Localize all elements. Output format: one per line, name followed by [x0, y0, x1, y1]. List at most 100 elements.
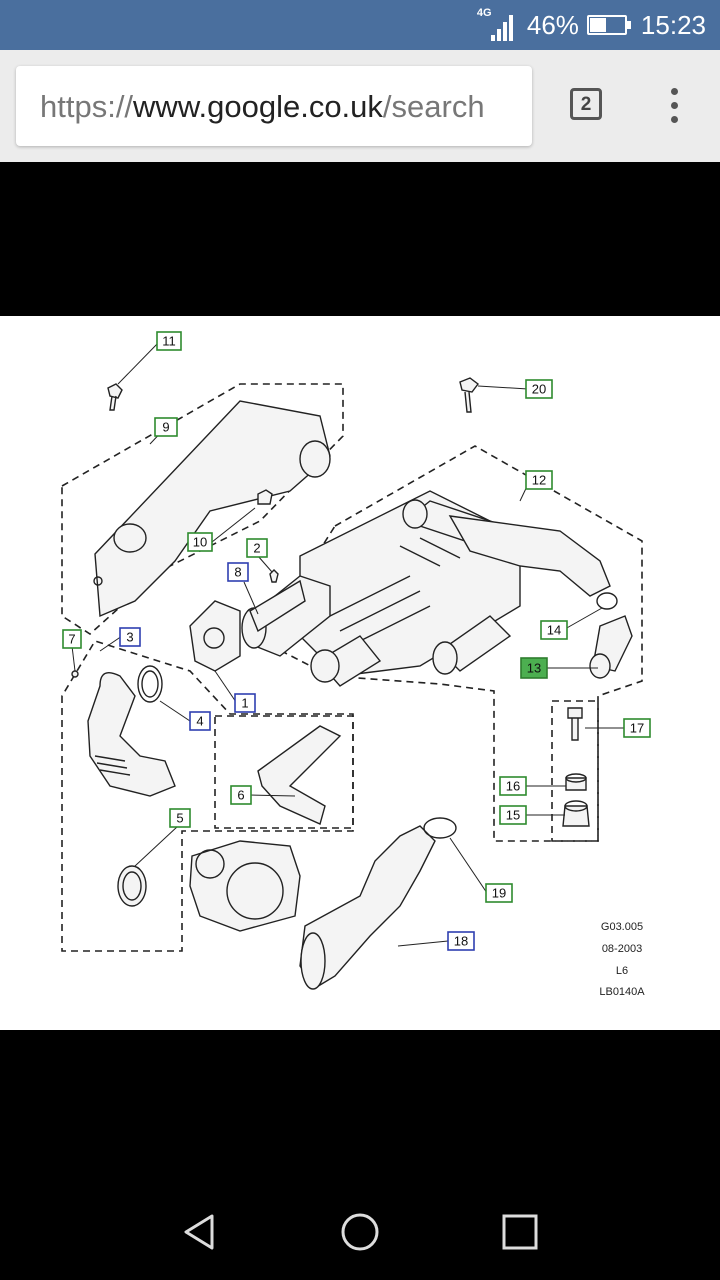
svg-text:7: 7 — [68, 632, 75, 647]
leader-18 — [397, 940, 449, 947]
drawing-code-4: LB0140A — [599, 986, 645, 998]
callout-7: 7 — [62, 629, 82, 649]
group-outline-15 — [551, 700, 599, 842]
svg-text:12: 12 — [532, 473, 546, 488]
screw-2-part — [269, 569, 279, 583]
screw-7-part — [71, 670, 79, 678]
throttle-bore — [203, 627, 225, 649]
bolt-17-part — [567, 707, 583, 741]
callout-8: 8 — [227, 562, 249, 582]
leader-6 — [248, 794, 296, 797]
hose-18-end — [300, 932, 326, 990]
leader-11 — [117, 340, 161, 385]
screw-11-part — [107, 383, 123, 411]
group-outline-6 — [214, 715, 354, 829]
pipe-outlet-right-end — [432, 641, 458, 675]
callout-5: 5 — [169, 808, 191, 828]
svg-text:2: 2 — [253, 541, 260, 556]
callout-6: 6 — [230, 785, 252, 805]
svg-text:10: 10 — [193, 535, 207, 550]
svg-text:1: 1 — [241, 696, 248, 711]
clamp-19-part — [423, 817, 457, 839]
callout-12: 12 — [525, 470, 553, 490]
callout-16: 16 — [499, 776, 527, 796]
svg-text:5: 5 — [176, 811, 183, 826]
turbo-housing — [226, 862, 284, 920]
grommet-10-part — [257, 489, 273, 505]
battery-percent: 46% — [526, 9, 579, 40]
grommet-15-part — [562, 805, 590, 827]
tab-switcher-button[interactable]: 2 — [570, 88, 602, 120]
washer-16-part — [565, 777, 587, 791]
callout-20: 20 — [525, 379, 553, 399]
hose-12-part — [448, 515, 611, 597]
network-type: 4G — [476, 7, 492, 19]
callout-19: 19 — [485, 883, 513, 903]
svg-text:9: 9 — [162, 420, 169, 435]
pipe-upper-end — [402, 499, 428, 529]
hose-3-part — [87, 672, 176, 797]
clamp-14-part — [596, 592, 618, 610]
parts-diagram[interactable]: 11 9 10 2 8 7 3 1 4 6 5 20 12 14 13 17 1… — [0, 316, 720, 1030]
url-scheme: https:// — [40, 89, 134, 124]
svg-text:3: 3 — [126, 630, 133, 645]
callout-9: 9 — [154, 417, 178, 437]
svg-text:18: 18 — [454, 934, 468, 949]
leader-14 — [564, 607, 603, 630]
pipe-8-part — [249, 579, 306, 633]
svg-text:19: 19 — [492, 886, 506, 901]
callout-14: 14 — [540, 620, 568, 640]
seal-4-inner — [141, 670, 159, 698]
engine-cover-part — [94, 400, 331, 618]
address-bar[interactable]: https://www.google.co.uk/search — [16, 66, 532, 146]
drawing-code-2: 08-2003 — [602, 943, 642, 955]
svg-text:17: 17 — [630, 721, 644, 736]
leader-5 — [134, 825, 179, 867]
callout-2: 2 — [246, 538, 268, 558]
recent-apps-icon[interactable] — [498, 1210, 542, 1254]
cover-port — [299, 440, 331, 478]
callout-18: 18 — [447, 931, 475, 951]
callout-4: 4 — [189, 711, 211, 731]
leader-1 — [214, 670, 237, 703]
svg-text:8: 8 — [234, 565, 241, 580]
url-host: www.google.co.uk — [133, 89, 383, 124]
svg-text:11: 11 — [162, 334, 176, 349]
callout-15: 15 — [499, 805, 527, 825]
leader-3 — [99, 635, 123, 652]
leader-2 — [257, 555, 273, 573]
pipe-6-part — [257, 725, 342, 825]
svg-text:15: 15 — [506, 808, 520, 823]
washer-16-top — [565, 773, 587, 783]
turbo-inlet — [195, 849, 225, 879]
callout-10: 10 — [187, 532, 213, 552]
svg-text:16: 16 — [506, 779, 520, 794]
navigation-bar — [0, 1184, 720, 1280]
pipe-outlet-front-end — [310, 649, 340, 683]
intake-system-drawing: 11 9 10 2 8 7 3 1 4 6 5 20 12 14 13 17 1… — [61, 331, 651, 998]
callout-13-selected: 13 — [520, 657, 548, 679]
leader-19 — [449, 837, 488, 894]
browser-toolbar: https://www.google.co.uk/search 2 — [0, 50, 720, 162]
url-text: https://www.google.co.uk/search — [40, 66, 485, 146]
svg-text:6: 6 — [237, 788, 244, 803]
hose-3-corrugation — [94, 755, 131, 776]
connector-5-inner — [122, 871, 142, 901]
callout-1: 1 — [234, 693, 256, 713]
leader-7 — [71, 645, 76, 672]
callout-17: 17 — [623, 718, 651, 738]
drawing-code-3: L6 — [616, 965, 628, 977]
overflow-menu-icon[interactable] — [660, 86, 688, 126]
cover-hole — [113, 523, 147, 553]
grommet-15-top — [564, 800, 588, 812]
svg-text:4: 4 — [196, 714, 203, 729]
battery-level — [589, 18, 606, 32]
back-icon[interactable] — [178, 1210, 222, 1254]
home-icon[interactable] — [338, 1210, 382, 1254]
seal-4-part — [137, 665, 163, 703]
callout-3: 3 — [119, 627, 141, 647]
drawing-code-1: G03.005 — [601, 921, 643, 933]
status-bar: 4G 46% 15:23 — [0, 0, 720, 50]
callout-11: 11 — [156, 331, 182, 351]
leader-8 — [243, 581, 259, 615]
